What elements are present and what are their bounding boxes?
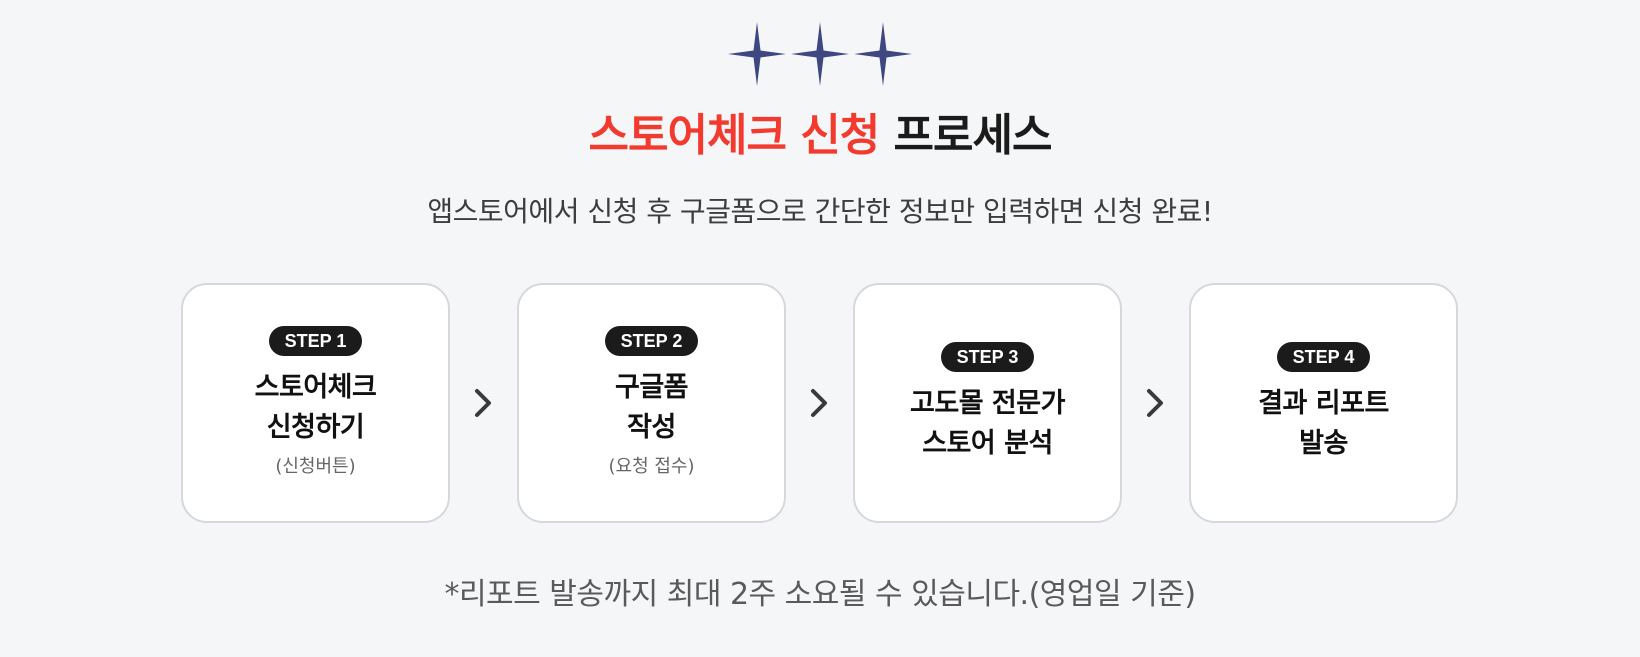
step-note: (요청 접수): [608, 456, 695, 477]
step-badge: STEP 4: [1276, 342, 1371, 372]
step-note: (신청버튼): [275, 456, 356, 477]
step-title: 구글폼 작성: [614, 368, 689, 448]
step-title-line: 신청하기: [266, 412, 365, 443]
step-title-line: 발송: [1299, 428, 1348, 459]
step-title-line: 결과 리포트: [1258, 388, 1389, 419]
step-title-line: 구글폼: [614, 372, 689, 403]
sparkle-star-icon: [854, 22, 912, 86]
step-title: 스토어체크 신청하기: [255, 368, 377, 448]
step-badge: STEP 3: [940, 342, 1035, 372]
step-title-line: 작성: [627, 412, 676, 443]
step-title: 고도몰 전문가 스토어 분석: [910, 384, 1065, 464]
decorative-stars: [728, 22, 912, 86]
page-subtitle: 앱스토어에서 신청 후 구글폼으로 간단한 정보만 입력하면 신청 완료!: [427, 195, 1213, 228]
chevron-right-icon: [804, 383, 834, 423]
page-title-accent: 스토어체크 신청: [588, 110, 881, 161]
step-card-2: STEP 2 구글폼 작성 (요청 접수): [517, 283, 786, 523]
step-badge: STEP 1: [268, 326, 363, 356]
step-card-3: STEP 3 고도몰 전문가 스토어 분석: [853, 283, 1122, 523]
step-card-4: STEP 4 결과 리포트 발송: [1189, 283, 1458, 523]
step-card-1: STEP 1 스토어체크 신청하기 (신청버튼): [181, 283, 450, 523]
page-title-rest: 프로세스: [893, 110, 1053, 161]
footnote: *리포트 발송까지 최대 2주 소요될 수 있습니다.(영업일 기준): [444, 577, 1196, 612]
step-title-line: 고도몰 전문가: [910, 388, 1065, 419]
step-badge: STEP 2: [604, 326, 699, 356]
sparkle-star-icon: [728, 22, 786, 86]
step-title: 결과 리포트 발송: [1258, 384, 1389, 464]
chevron-right-icon: [1140, 383, 1170, 423]
step-title-line: 스토어체크: [254, 372, 377, 403]
chevron-right-icon: [468, 383, 498, 423]
page-title: 스토어체크 신청 프로세스: [0, 106, 1640, 166]
process-steps: STEP 1 스토어체크 신청하기 (신청버튼) STEP 2 구글폼 작성 (…: [181, 283, 1459, 525]
step-title-line: 스토어 분석: [922, 428, 1053, 459]
sparkle-star-icon: [791, 22, 849, 86]
